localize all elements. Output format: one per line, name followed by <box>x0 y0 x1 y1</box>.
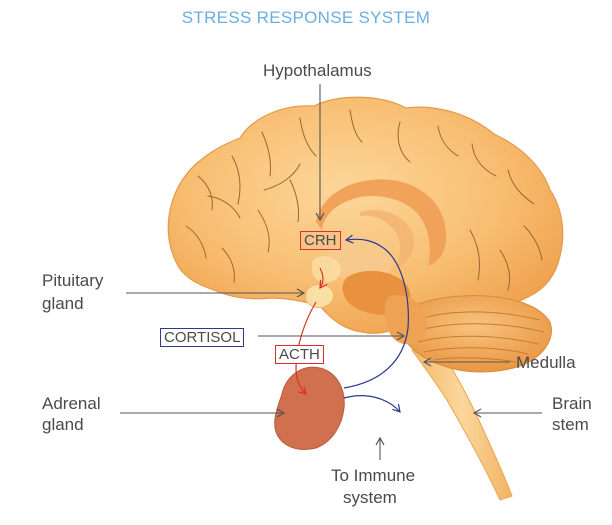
cortisol-feedback-arrow <box>343 234 409 389</box>
brain-stem-label-line1: Brain <box>552 394 592 413</box>
pituitary-label-line2: gland <box>42 294 84 313</box>
adrenal-label-line2: gland <box>42 415 84 434</box>
cortex-sulci <box>185 109 543 291</box>
pons-structure <box>384 294 428 345</box>
cortisol-immune-arrow <box>343 395 401 413</box>
acth-pathway-arrow <box>295 301 317 395</box>
brain-stem-shape <box>411 337 513 501</box>
diagram-title: STRESS RESPONSE SYSTEM <box>181 8 431 27</box>
leader-lines <box>120 84 542 460</box>
acth-hormone-box: ACTH <box>275 345 324 364</box>
adrenal-gland-shape <box>274 366 345 450</box>
brain-stem-label-line2: stem <box>552 415 589 434</box>
fornix <box>360 210 415 268</box>
corpus-callosum <box>316 179 447 266</box>
immune-label-line1: To Immune <box>331 466 416 485</box>
adrenal-label-line1: Adrenal <box>42 394 101 413</box>
pituitary-gland-shape <box>305 284 334 308</box>
hypothalamus-label: Hypothalamus <box>263 61 372 80</box>
pituitary-label-line1: Pituitary <box>42 271 104 290</box>
hypothalamus-region <box>312 256 341 283</box>
medulla-label: Medulla <box>516 353 576 372</box>
crh-hormone-box: CRH <box>300 231 341 250</box>
crh-pathway-arrow <box>319 267 328 290</box>
cortisol-hormone-box: CORTISOL <box>160 328 245 347</box>
immune-label-line2: system <box>343 488 397 507</box>
